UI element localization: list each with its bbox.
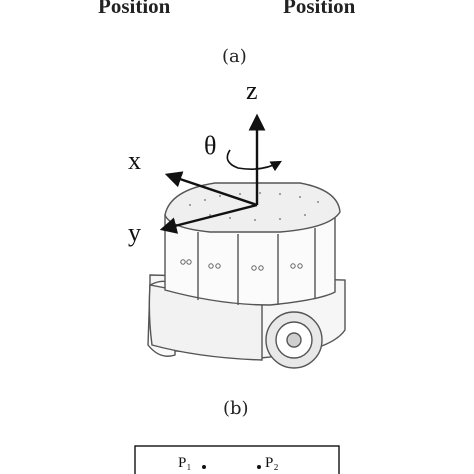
theta-arc — [226, 149, 282, 172]
p2-dot — [257, 465, 261, 469]
x-axis — [164, 171, 258, 207]
caption-a: (a) — [222, 46, 247, 67]
p1-label: P₁ — [178, 455, 192, 471]
p2-label: P₂ — [265, 455, 279, 471]
p1-dot — [202, 465, 206, 469]
y-axis — [159, 203, 258, 234]
x-axis-label: x — [128, 146, 141, 175]
z-axis-label: z — [246, 76, 258, 105]
points-box — [134, 445, 340, 474]
caption-b: (b) — [223, 398, 249, 419]
left-position-label: Position — [98, 0, 171, 18]
theta-label: θ — [204, 131, 217, 160]
robot-body — [147, 182, 346, 369]
right-position-label: Position — [283, 0, 356, 18]
y-axis-label: y — [128, 218, 141, 247]
